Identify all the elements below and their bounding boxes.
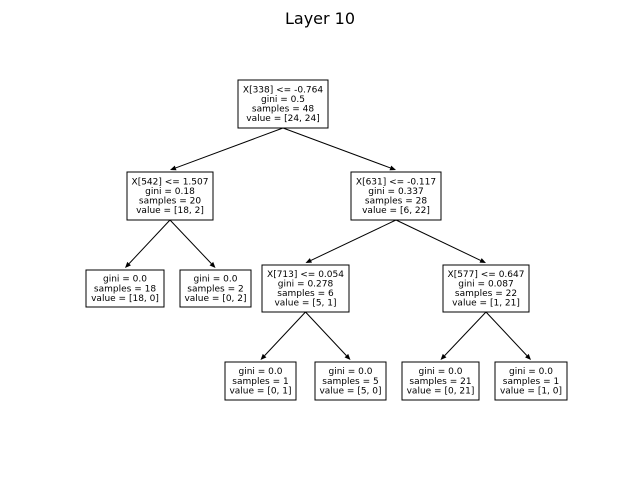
tree-edge-line — [282, 127, 391, 169]
arrowhead-icon — [440, 353, 447, 360]
tree-node-line: gini = 0.0 — [194, 275, 238, 285]
tree-node-line: value = [5, 1] — [274, 299, 336, 309]
arrowhead-icon — [260, 353, 267, 360]
tree-edge — [395, 219, 486, 263]
tree-node-line: value = [5, 0] — [319, 386, 381, 396]
tree-node-line: gini = 0.0 — [509, 367, 553, 377]
tree-edge — [169, 219, 216, 268]
tree-edge — [485, 311, 531, 360]
tree-node-line: gini = 0.278 — [278, 280, 334, 290]
tree-node-line: samples = 1 — [503, 377, 559, 387]
arrowhead-icon — [209, 261, 216, 268]
tree-node-box — [314, 361, 387, 401]
tree-node-line: value = [1, 21] — [452, 299, 520, 309]
tree-node-line: samples = 28 — [365, 197, 427, 207]
tree-edge-line — [175, 127, 284, 169]
tree-edge — [125, 219, 171, 268]
tree-node-line: gini = 0.0 — [239, 367, 283, 377]
tree-node-line: samples = 5 — [322, 377, 378, 387]
tree-node-box — [126, 171, 214, 221]
figure-title: Layer 10 — [285, 9, 355, 28]
tree-node-line: samples = 20 — [139, 197, 201, 207]
tree-edge-line — [444, 311, 487, 356]
arrowhead-icon — [125, 261, 131, 268]
tree-node-line: gini = 0.0 — [419, 367, 463, 377]
tree-node-line: X[713] <= 0.054 — [267, 270, 344, 280]
tree-node-box — [179, 269, 252, 308]
tree-edge-line — [395, 219, 481, 261]
tree-node-box — [442, 264, 530, 313]
tree-node-line: X[338] <= -0.764 — [243, 85, 323, 95]
tree-node-line: samples = 2 — [187, 284, 243, 294]
tree-edge-line — [128, 219, 171, 264]
tree-edge — [170, 127, 284, 171]
tree-node-line: value = [0, 1] — [229, 386, 291, 396]
arrowhead-icon — [389, 165, 396, 171]
tree-edge-line — [305, 311, 347, 356]
tree-edge — [305, 219, 397, 263]
tree-node-line: samples = 1 — [232, 377, 288, 387]
tree-node-line: gini = 0.087 — [458, 280, 513, 290]
tree-node-box — [401, 361, 480, 401]
tree-node-line: value = [18, 0] — [91, 294, 159, 304]
tree-node-line: samples = 22 — [455, 289, 517, 299]
tree-node-line: gini = 0.18 — [145, 187, 195, 197]
tree-edge-line — [264, 311, 306, 356]
tree-edges — [125, 127, 531, 360]
arrowhead-icon — [479, 258, 486, 263]
tree-node-line: gini = 0.337 — [368, 187, 423, 197]
tree-node-line: X[631] <= -0.117 — [356, 177, 436, 187]
tree-node-line: samples = 48 — [252, 105, 314, 115]
arrowhead-icon — [525, 353, 531, 360]
tree-node-line: value = [1, 0] — [500, 386, 562, 396]
tree-edge-line — [310, 219, 397, 261]
tree-edge-line — [485, 311, 528, 356]
tree-node-box — [494, 361, 568, 401]
tree-edge — [440, 311, 487, 360]
tree-node-line: value = [0, 21] — [407, 386, 475, 396]
arrowhead-icon — [305, 258, 312, 263]
tree-node-line: value = [0, 2] — [184, 294, 246, 304]
tree-node-line: value = [18, 2] — [136, 206, 204, 216]
tree-node-line: samples = 18 — [94, 284, 156, 294]
tree-node-line: gini = 0.5 — [261, 95, 305, 105]
tree-node-line: X[542] <= 1.507 — [132, 177, 209, 187]
tree-node-box — [224, 361, 297, 401]
tree-edge — [260, 311, 306, 360]
tree-edge — [305, 311, 351, 360]
arrowhead-icon — [170, 165, 177, 171]
tree-node-box — [261, 264, 350, 313]
tree-edge — [282, 127, 396, 171]
tree-node-line: gini = 0.0 — [103, 275, 147, 285]
tree-node-box — [237, 79, 329, 129]
tree-node-line: X[577] <= 0.647 — [448, 270, 525, 280]
tree-node-box — [85, 269, 165, 308]
tree-node-box — [350, 171, 442, 221]
arrowhead-icon — [344, 353, 351, 360]
tree-node-line: value = [24, 24] — [246, 114, 320, 124]
tree-node-line: samples = 6 — [277, 289, 334, 299]
tree-node-line: value = [6, 22] — [362, 206, 430, 216]
tree-node-line: samples = 21 — [409, 377, 471, 387]
tree-edge-line — [169, 219, 212, 264]
tree-node-line: gini = 0.0 — [329, 367, 373, 377]
